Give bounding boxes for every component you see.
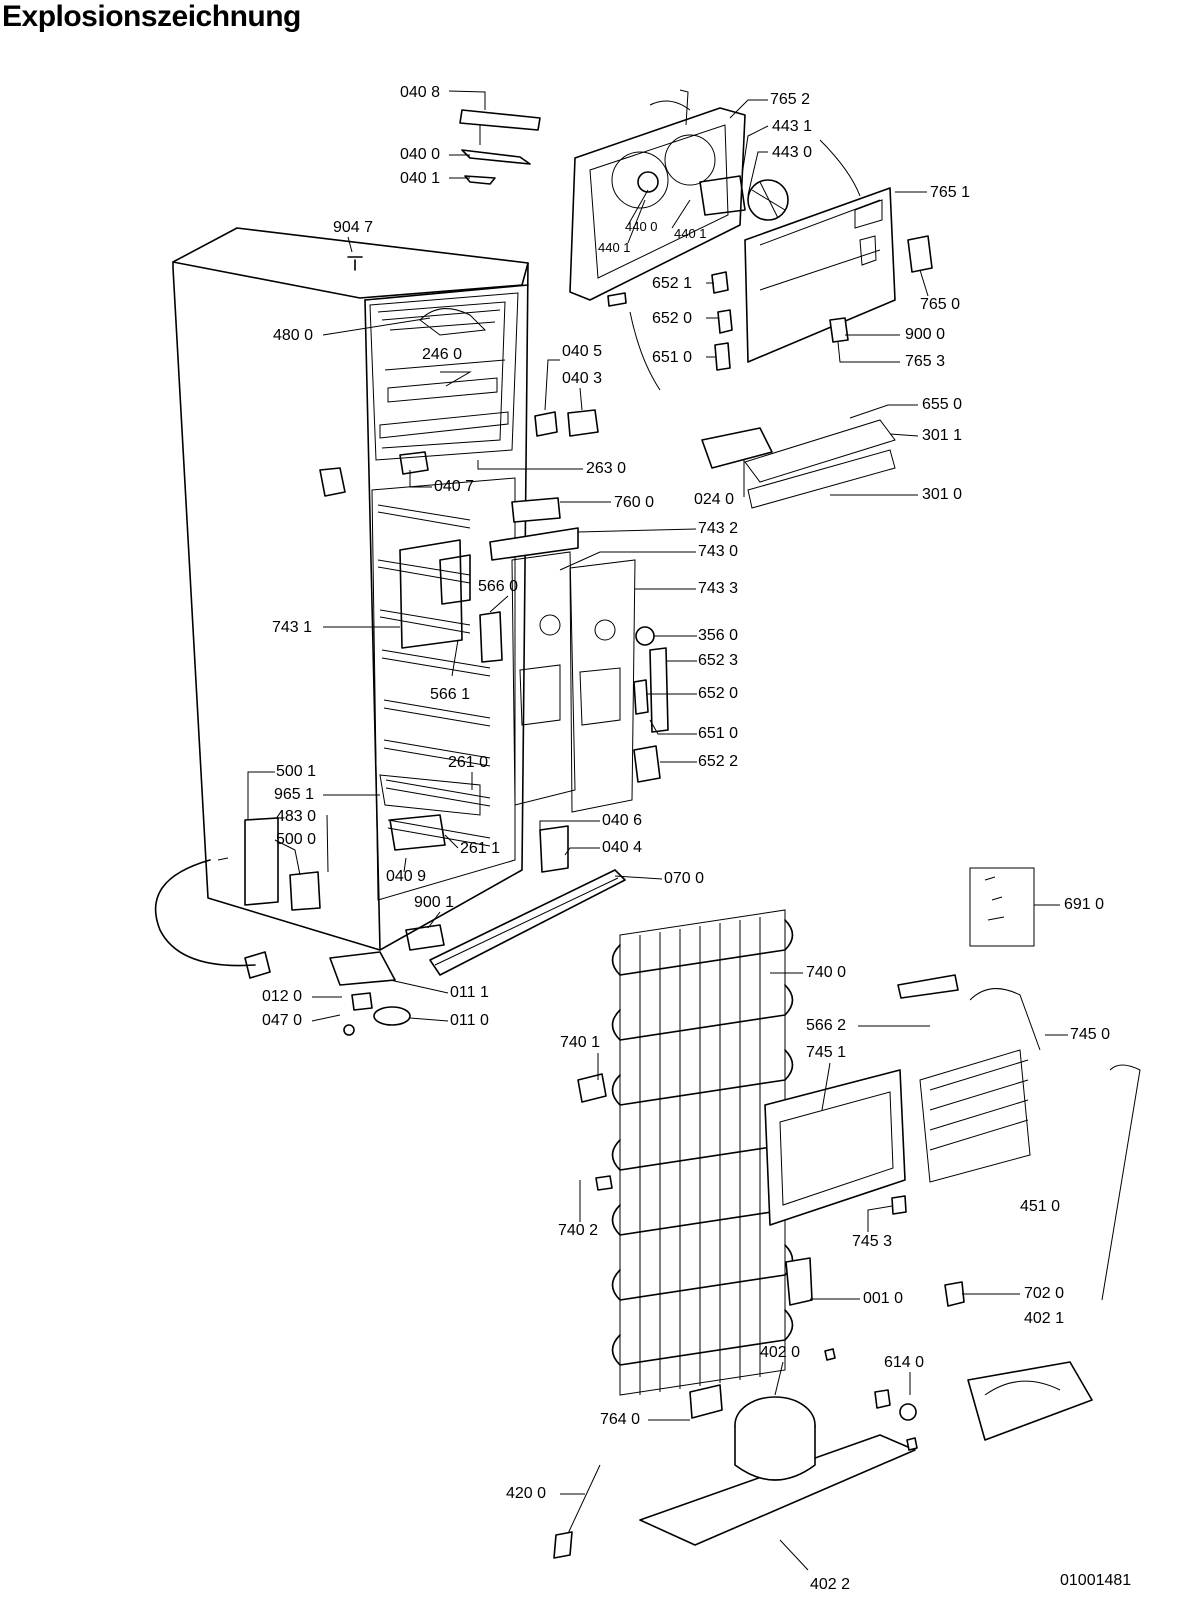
leader-lines [247,90,1068,1571]
part-label: 702 0 [1024,1285,1065,1302]
handle-parts [459,109,541,185]
document-number: 01001481 [1060,1572,1132,1589]
part-label: 443 0 [772,144,813,161]
part-label: 402 2 [810,1576,851,1593]
part-label: 651 0 [698,725,739,742]
electronics-and-evaporator [764,867,1141,1441]
part-label: 652 0 [652,310,693,327]
part-label: 356 0 [698,627,739,644]
part-label: 040 0 [400,146,441,163]
part-label: 651 0 [652,349,693,366]
part-label: 691 0 [1064,896,1105,913]
part-label: 765 1 [930,184,971,201]
part-label: 261 0 [448,754,489,771]
part-label: 740 2 [558,1222,599,1239]
part-label: 040 1 [400,170,441,187]
part-label: 500 1 [276,763,317,780]
part-label: 745 3 [852,1233,893,1250]
part-label: 614 0 [884,1354,925,1371]
part-label: 451 0 [1020,1198,1061,1215]
part-label: 965 1 [274,786,315,803]
part-label: 900 0 [905,326,946,343]
part-label: 040 7 [434,478,475,495]
condenser-coil [577,909,794,1396]
part-label: 246 0 [422,346,463,363]
part-label: 040 5 [562,343,603,360]
part-label: 745 0 [1070,1026,1111,1043]
part-label: 011 0 [450,1012,489,1029]
part-label: 301 0 [922,486,963,503]
part-label: 743 2 [698,520,739,537]
part-label: 040 9 [386,868,427,885]
part-label: 566 0 [478,578,519,595]
part-label: 743 3 [698,580,739,597]
part-label: 652 2 [698,753,739,770]
part-label: 301 1 [922,427,963,444]
part-label: 765 0 [920,296,961,313]
part-label: 743 0 [698,543,739,560]
part-label: 012 0 [262,988,303,1005]
part-label: 652 0 [698,685,739,702]
part-label: 743 1 [272,619,313,636]
part-label: 652 3 [698,652,739,669]
part-label: 001 0 [863,1290,904,1307]
part-label: 440 1 [598,240,631,255]
part-label: 040 3 [562,370,603,387]
compressor-assembly [553,1348,918,1559]
thermostat-housing [569,89,933,391]
part-label: 566 1 [430,686,471,703]
part-label: 480 0 [273,327,314,344]
part-label: 261 1 [460,840,501,857]
part-label: 040 4 [602,839,643,856]
part-label: 402 0 [760,1344,801,1361]
part-label: 566 2 [806,1017,847,1034]
part-label: 760 0 [614,494,655,511]
part-label: 740 1 [560,1034,601,1051]
part-label: 263 0 [586,460,627,477]
part-label: 420 0 [506,1485,547,1502]
part-label: 040 8 [400,84,441,101]
part-label: 745 1 [806,1044,847,1061]
part-label: 904 7 [333,219,374,236]
part-label: 011 1 [450,984,489,1001]
part-label: 440 0 [625,219,658,234]
part-label: 040 6 [602,812,643,829]
part-label: 765 2 [770,91,811,108]
part-label: 740 0 [806,964,847,981]
part-label: 765 3 [905,353,946,370]
part-label: 655 0 [922,396,963,413]
part-label: 402 1 [1024,1310,1065,1327]
part-label: 652 1 [652,275,693,292]
part-label: 047 0 [262,1012,303,1029]
part-label: 024 0 [694,491,735,508]
mid-components [429,409,896,976]
part-label: 764 0 [600,1411,641,1428]
part-label: 900 1 [414,894,455,911]
part-label: 443 1 [772,118,813,135]
part-label: 483 0 [276,808,317,825]
page-title: Explosionszeichnung [2,0,301,33]
part-label: 070 0 [664,870,705,887]
part-label: 440 1 [674,226,707,241]
cabinet-shell [154,227,529,1036]
part-label: 500 0 [276,831,317,848]
